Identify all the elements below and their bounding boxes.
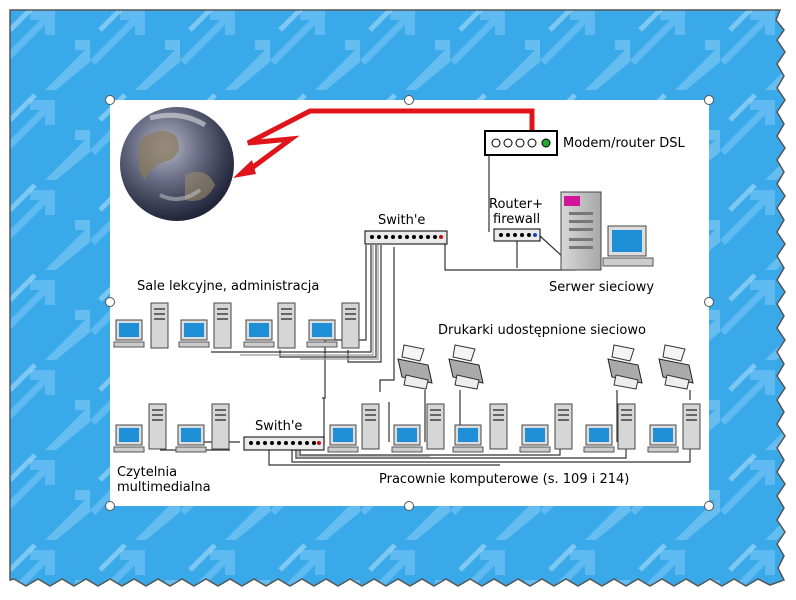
router-label-line2: firewall [493,212,541,227]
workstation-icon [175,403,230,453]
workstation-icon [178,302,232,349]
modem-icon [484,130,558,156]
classrooms-label: Sale lekcyjne, administracja [137,279,320,294]
switch-icon-bottom [243,436,325,451]
workstations-group [113,302,701,453]
workstation-icon [391,403,445,453]
reading-room-label-line2: multimedialna [117,480,211,495]
modem-label: Modem/router DSL [563,136,685,151]
workstation-icon [113,302,169,349]
computer-labs-label: Pracownie komputerowe (s. 109 i 214) [379,472,630,487]
printers-label: Drukarki udostępnione sieciowo [438,323,646,338]
workstation-icon [306,302,360,349]
printer-icon [607,344,643,390]
workstation-icon [452,403,508,453]
router-firewall-icon [493,228,541,242]
globe-icon [120,107,234,221]
switch-icon-top [364,230,448,245]
workstation-icon [519,403,573,453]
reading-room-label-line1: Czytelnia [117,465,178,480]
workstation-icon [647,403,701,453]
network-cables [160,155,691,466]
workstation-icon [583,403,636,453]
workstation-icon [243,302,296,349]
printer-icon [658,344,694,390]
printer-icon [448,344,484,390]
workstation-icon [327,403,380,453]
workstation-icon [113,403,167,453]
switch-bottom-label: Swith'e [255,419,303,434]
server-icon [560,191,654,271]
switch-top-label: Swith'e [378,213,426,228]
printers-group [397,344,694,390]
server-label: Serwer sieciowy [549,280,655,295]
selection-handles[interactable] [105,95,714,511]
network-cables-grey [240,245,430,457]
printer-icon [397,344,433,390]
router-label-line1: Router+ [489,197,543,212]
lightning-icon [233,108,535,178]
